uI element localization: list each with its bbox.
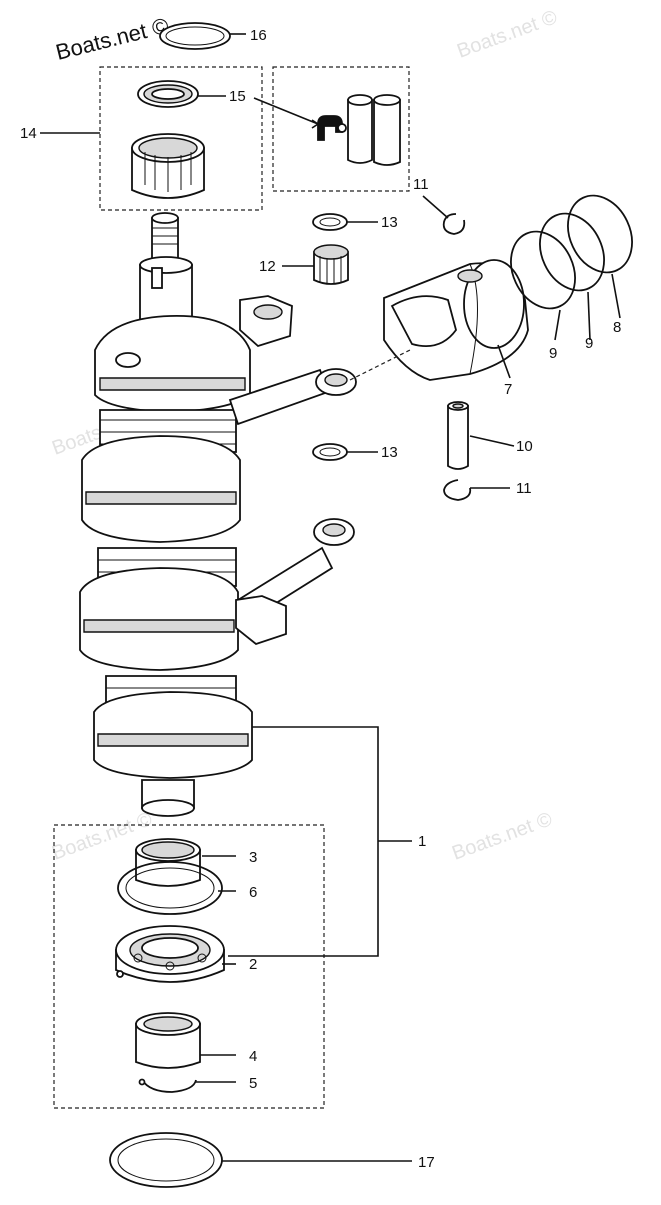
part-2-ball-bearing [115,925,225,983]
callout-4: 4 [249,1048,257,1065]
callout-7: 7 [504,381,512,398]
part-12-needle-bearing [313,244,349,285]
callout-15: 15 [229,88,246,105]
part-3-sleeve [135,838,201,887]
part-7-piston [349,259,529,381]
part-4-bushing [135,1012,201,1069]
part-5-snap-ring [138,1078,197,1093]
part-9-ring-b [539,212,605,292]
part-13-washer-upper [312,213,348,231]
callout-9-a: 9 [549,345,557,362]
callout-13-upper: 13 [381,214,398,231]
group-box-15-detail [272,66,410,192]
group-box-14 [99,66,263,211]
connecting-rod-lower [235,518,355,646]
part-11-clip-upper [442,213,466,235]
crankshaft [79,212,253,817]
part-17-washer [109,1132,223,1188]
callout-11-upper: 11 [413,176,429,193]
part-16-ring [159,22,231,50]
callout-5: 5 [249,1075,257,1092]
part-13-washer-lower [312,443,348,461]
leader-lines [40,33,621,1162]
part-14-sleeve [131,133,205,199]
part-11-clip-lower [443,479,472,501]
part-15-bearing [137,80,199,108]
callout-3: 3 [249,849,257,866]
part-9-ring-a [510,230,576,310]
callout-8: 8 [613,319,621,336]
callout-11-lower: 11 [516,480,532,497]
callout-13-lower: 13 [381,444,398,461]
callout-14: 14 [20,125,37,142]
callout-6: 6 [249,884,257,901]
callout-16: 16 [250,27,267,44]
callout-12: 12 [259,258,276,275]
brand-logo: Boats.net © [53,13,171,65]
part-8-ring [567,194,633,274]
part-15-detail-tool [317,94,401,166]
part-6-shim [117,861,223,915]
group-box-lower [53,824,325,1109]
connecting-rod-upper [228,295,357,426]
callout-1: 1 [418,833,426,850]
callout-9-b: 9 [585,335,593,352]
watermark: Boats.net © [449,808,555,865]
part-10-piston-pin [447,401,469,470]
callout-10: 10 [516,438,533,455]
callout-2: 2 [249,956,257,973]
callout-17: 17 [418,1154,435,1171]
watermark: Boats.net © [454,6,560,63]
